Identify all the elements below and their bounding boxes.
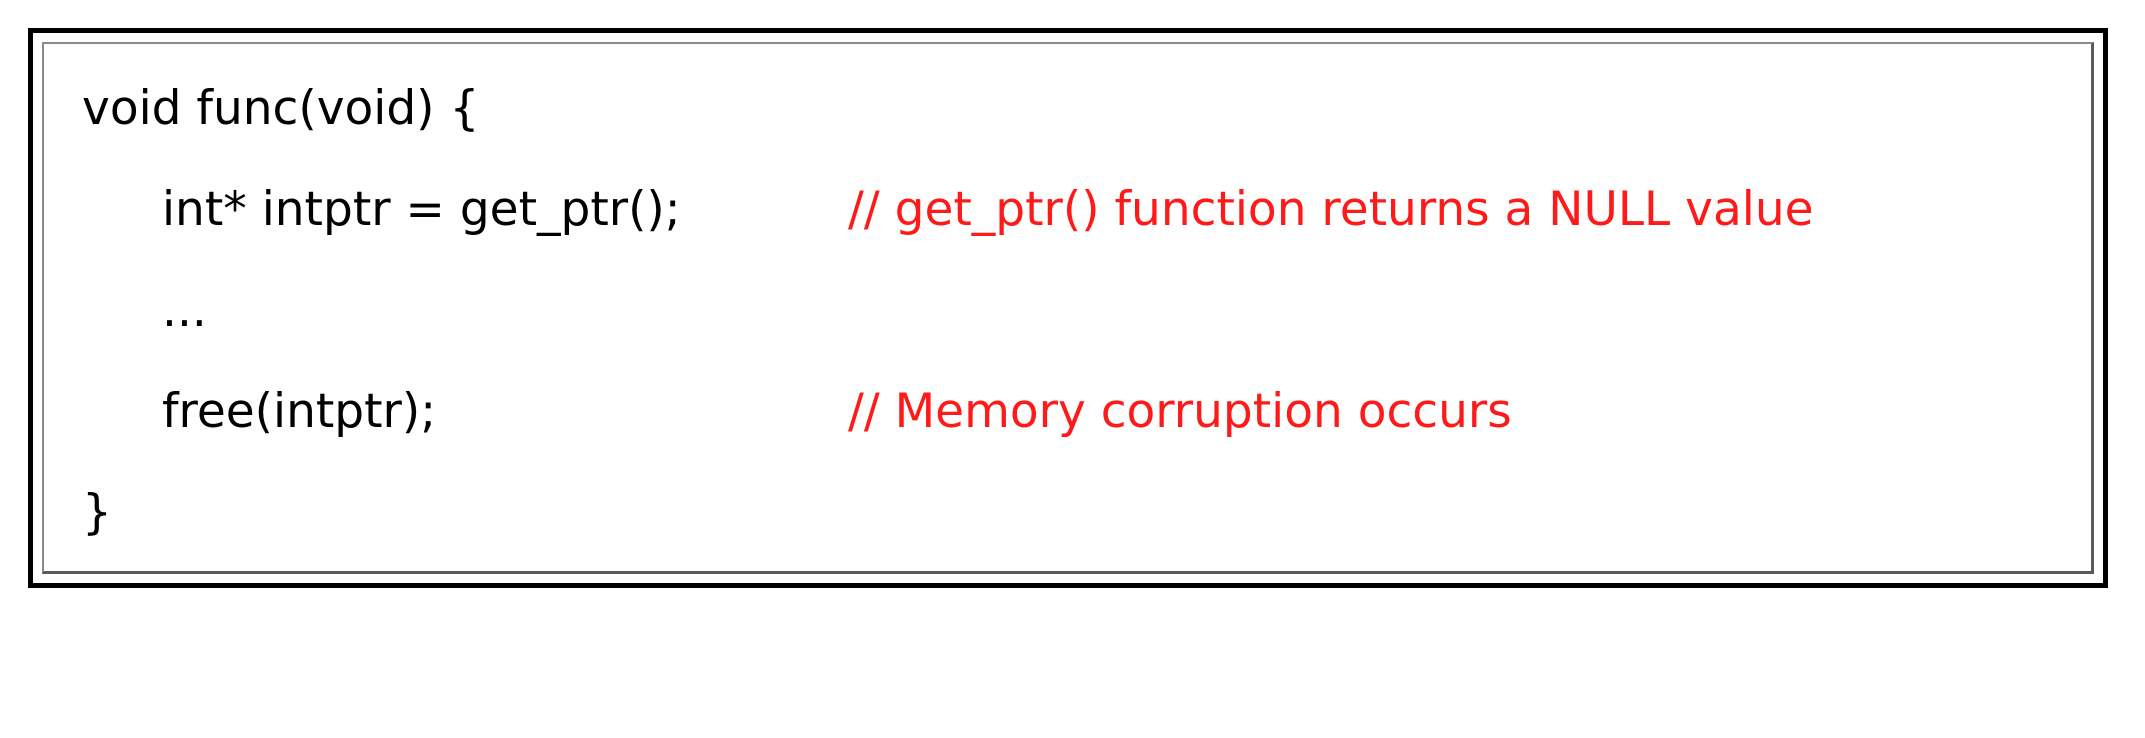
code-line-function-signature: void func(void) { [44, 64, 2091, 154]
code-text: } [82, 485, 112, 540]
code-text: free(intptr); [162, 384, 437, 439]
code-comment: // get_ptr() function returns a NULL val… [848, 182, 1814, 237]
code-line-get-ptr: int* intptr = get_ptr(); // get_ptr() fu… [44, 165, 2091, 255]
code-comment: // Memory corruption occurs [848, 384, 1512, 439]
code-text: int* intptr = get_ptr(); [162, 182, 681, 237]
code-box: void func(void) { int* intptr = get_ptr(… [28, 28, 2108, 588]
code-line-free: free(intptr); // Memory corruption occur… [44, 367, 2091, 457]
code-line-ellipsis: ... [44, 266, 2091, 356]
code-text: ... [162, 283, 207, 338]
code-line-closing-brace: } [44, 468, 2091, 558]
code-text: void func(void) { [82, 81, 480, 136]
code-box-inner: void func(void) { int* intptr = get_ptr(… [42, 42, 2094, 574]
